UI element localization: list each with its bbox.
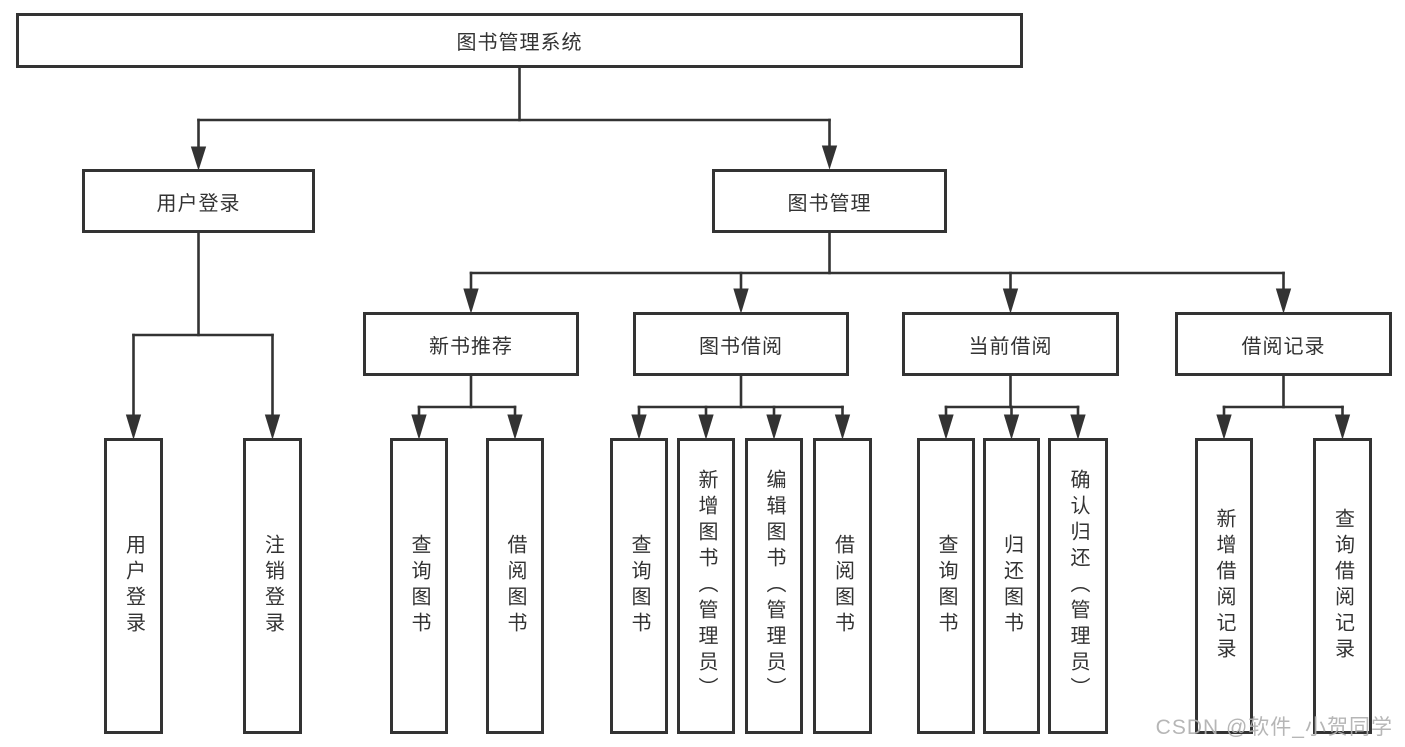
arrowhead — [821, 145, 838, 170]
node-system-root: 图书管理系统 — [16, 13, 1023, 68]
arrowhead — [264, 414, 281, 440]
leaf-return-books: 归还图书 — [983, 438, 1040, 734]
arrowhead — [1002, 288, 1019, 314]
arrowhead — [834, 414, 851, 440]
node-label: 借阅记录 — [1241, 335, 1326, 358]
arrowhead — [463, 288, 479, 314]
arrowhead — [631, 414, 647, 440]
arrowhead — [125, 414, 142, 440]
connector-current-borrow-to-leaves — [938, 374, 1086, 440]
node-label: 借阅图书 — [504, 534, 526, 638]
arrowhead — [698, 414, 714, 440]
arrowhead — [766, 414, 782, 440]
node-label: 确认归还（管理员） — [1067, 469, 1089, 703]
connector-new-book-rec-to-leaves — [411, 374, 523, 440]
node-label: 图书管理系统 — [456, 32, 583, 54]
leaf-query-borrow-record: 查询借阅记录 — [1313, 438, 1372, 734]
node-label: 新书推荐 — [429, 335, 513, 358]
connector-book-mgmt-to-level3 — [463, 231, 1292, 314]
node-label: 当前借阅 — [968, 335, 1053, 358]
connector-book-borrow-to-leaves — [631, 374, 851, 440]
leaf-add-books-admin: 新增图书（管理员） — [677, 438, 735, 734]
node-label: 图书借阅 — [699, 335, 783, 358]
node-label: 图书管理 — [787, 192, 872, 215]
connector-root-to-level2 — [190, 66, 838, 171]
arrowhead — [1216, 414, 1232, 440]
leaf-edit-books-admin: 编辑图书（管理员） — [745, 438, 803, 734]
arrowhead — [411, 414, 427, 440]
arrowhead — [938, 414, 954, 440]
leaf-query-books-recommend: 查询图书 — [390, 438, 448, 734]
node-label: 借阅图书 — [831, 534, 854, 638]
node-book-borrowing: 图书借阅 — [633, 312, 849, 376]
leaf-borrow-books-recommend: 借阅图书 — [486, 438, 544, 734]
node-borrowing-records: 借阅记录 — [1175, 312, 1392, 376]
watermark: CSDN @软件_小贺同学 — [1155, 716, 1393, 739]
node-current-borrowing: 当前借阅 — [902, 312, 1119, 376]
connector-user-login-to-leaves — [125, 231, 281, 440]
connector-borrow-records-to-leaves — [1216, 374, 1351, 440]
node-label: 编辑图书（管理员） — [763, 469, 785, 703]
node-label: 注销登录 — [261, 534, 284, 638]
node-label: 新增借阅记录 — [1213, 508, 1235, 664]
arrowhead — [733, 288, 749, 314]
arrowhead — [190, 146, 207, 171]
leaf-logout: 注销登录 — [243, 438, 302, 734]
node-label: 用户登录 — [122, 534, 145, 638]
arrowhead — [507, 414, 523, 440]
node-new-book-recommend: 新书推荐 — [363, 312, 579, 376]
arrowhead — [1275, 288, 1292, 314]
leaf-query-books-current: 查询图书 — [917, 438, 975, 734]
leaf-user-login: 用户登录 — [104, 438, 163, 734]
leaf-confirm-return-admin: 确认归还（管理员） — [1048, 438, 1108, 734]
arrowhead — [1003, 414, 1020, 440]
node-label: 查询图书 — [935, 534, 957, 638]
leaf-add-borrow-record: 新增借阅记录 — [1195, 438, 1253, 734]
node-label: 查询图书 — [628, 534, 650, 638]
node-label: 用户登录 — [156, 192, 241, 215]
leaf-borrow-books: 借阅图书 — [813, 438, 872, 734]
node-label: 查询借阅记录 — [1331, 508, 1354, 664]
node-label: 查询图书 — [408, 534, 430, 638]
node-label: 新增图书（管理员） — [695, 469, 717, 703]
node-user-login: 用户登录 — [82, 169, 315, 233]
arrowhead — [1334, 414, 1351, 440]
node-label: 归还图书 — [1000, 534, 1023, 638]
leaf-query-books-borrow: 查询图书 — [610, 438, 668, 734]
node-book-management: 图书管理 — [712, 169, 947, 233]
arrowhead — [1070, 414, 1086, 440]
